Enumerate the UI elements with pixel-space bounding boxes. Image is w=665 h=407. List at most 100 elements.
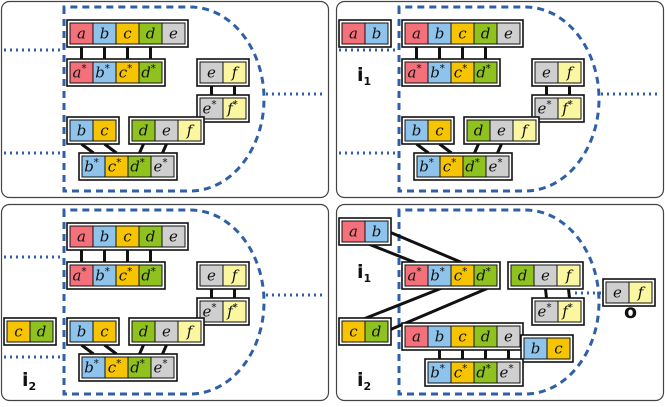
- cell-star-mark: *: [127, 64, 132, 75]
- cell-star-mark: *: [94, 158, 99, 169]
- cell-letter: f*: [226, 303, 238, 321]
- cell-f: [557, 61, 582, 84]
- cell-letter: b: [531, 340, 541, 358]
- cell-letter: c: [123, 228, 132, 246]
- cell-letter: e: [541, 267, 550, 285]
- cell-letter: d: [481, 25, 491, 43]
- cell-f-star: [557, 300, 582, 323]
- cell-star-mark: *: [127, 267, 132, 278]
- cell-star-mark: *: [140, 158, 145, 169]
- cell-group-row-ef-star: e*f*: [531, 94, 585, 123]
- cell-letter: e: [504, 25, 513, 43]
- cell-letter: e: [504, 328, 513, 346]
- cell-group-row-bcde-star: b*c*d*e*: [413, 152, 513, 181]
- cell-letter: f: [231, 267, 240, 285]
- cell-d: [364, 320, 389, 343]
- edge-cd-to-b-star: [360, 284, 448, 322]
- cell-link: [103, 343, 118, 356]
- cell-b: [364, 220, 389, 243]
- cell-star-mark: *: [568, 303, 573, 314]
- cell-star-mark: *: [233, 100, 238, 111]
- cell-link: [496, 143, 503, 154]
- label-i1-top-right: i1: [357, 64, 371, 88]
- cell-star-mark: *: [81, 64, 86, 75]
- cell-letter: c: [14, 323, 23, 341]
- cell-letter: b: [435, 328, 445, 346]
- cell-star-mark: *: [151, 64, 156, 75]
- cell-star-mark: *: [497, 158, 502, 169]
- cell-letter: b: [435, 25, 445, 43]
- label-i2-bottom-right: i2: [357, 369, 371, 393]
- cell-f-star: [222, 97, 247, 120]
- cell-star-mark: *: [94, 359, 99, 370]
- cell-letter: f*: [226, 100, 238, 118]
- cell-letter: b: [372, 25, 382, 43]
- cell-letter: f: [637, 284, 646, 302]
- cell-f: [556, 264, 581, 287]
- cell-star-mark: *: [416, 64, 421, 75]
- cell-letter: c: [458, 25, 467, 43]
- cell-letter: f: [521, 122, 530, 140]
- cell-letter: d: [481, 328, 491, 346]
- connector-links: [80, 47, 571, 359]
- cell-f: [222, 61, 247, 84]
- cell-star-mark: *: [462, 267, 467, 278]
- panel-top-right-frame: [335, 0, 665, 199]
- cell-d-star: [473, 264, 498, 287]
- cell-f: [177, 119, 202, 142]
- cell-link: [438, 142, 453, 155]
- cell-f-star: [222, 300, 247, 323]
- cell-letter: e: [207, 64, 216, 82]
- cell-star-mark: *: [105, 267, 110, 278]
- cell-letter: f: [565, 267, 574, 285]
- cell-letter: a: [412, 328, 421, 346]
- cell-e-star: [485, 155, 510, 178]
- cell-letter: a: [349, 25, 358, 43]
- cell-e: [496, 22, 521, 45]
- cell-letter: d: [146, 25, 156, 43]
- cell-letter: a: [77, 228, 86, 246]
- panel-bottom-left-frame: [0, 203, 330, 402]
- cell-d-star: [473, 61, 498, 84]
- cell-letter: d: [139, 323, 149, 341]
- cell-letter: f: [186, 323, 195, 341]
- cell-f: [628, 281, 653, 304]
- cell-link: [415, 142, 430, 155]
- cell-star-mark: *: [162, 158, 167, 169]
- cell-star-mark: *: [546, 303, 551, 314]
- cell-link: [544, 288, 548, 299]
- cell-group-row-abcd-star: a*b*c*d*: [66, 58, 166, 87]
- panel-top-left-frame: [0, 0, 330, 199]
- cell-group-row-bcde-star: b*c*d*e*: [424, 358, 524, 387]
- cell-star-mark: *: [162, 359, 167, 370]
- cell-c: [92, 119, 117, 142]
- cell-group-row-ef-star: e*f*: [531, 297, 585, 326]
- cell-star-mark: *: [81, 267, 86, 278]
- label-i2-bottom-left: i2: [22, 369, 36, 393]
- cell-letter: a: [349, 223, 358, 241]
- cell-letter: e: [169, 228, 178, 246]
- cell-link: [138, 143, 145, 154]
- cell-star-mark: *: [451, 158, 456, 169]
- cell-letter: d: [372, 323, 382, 341]
- cell-letter: e: [162, 122, 171, 140]
- cell-link: [567, 288, 571, 299]
- cell-e: [496, 325, 521, 348]
- cell-star-mark: *: [140, 359, 145, 370]
